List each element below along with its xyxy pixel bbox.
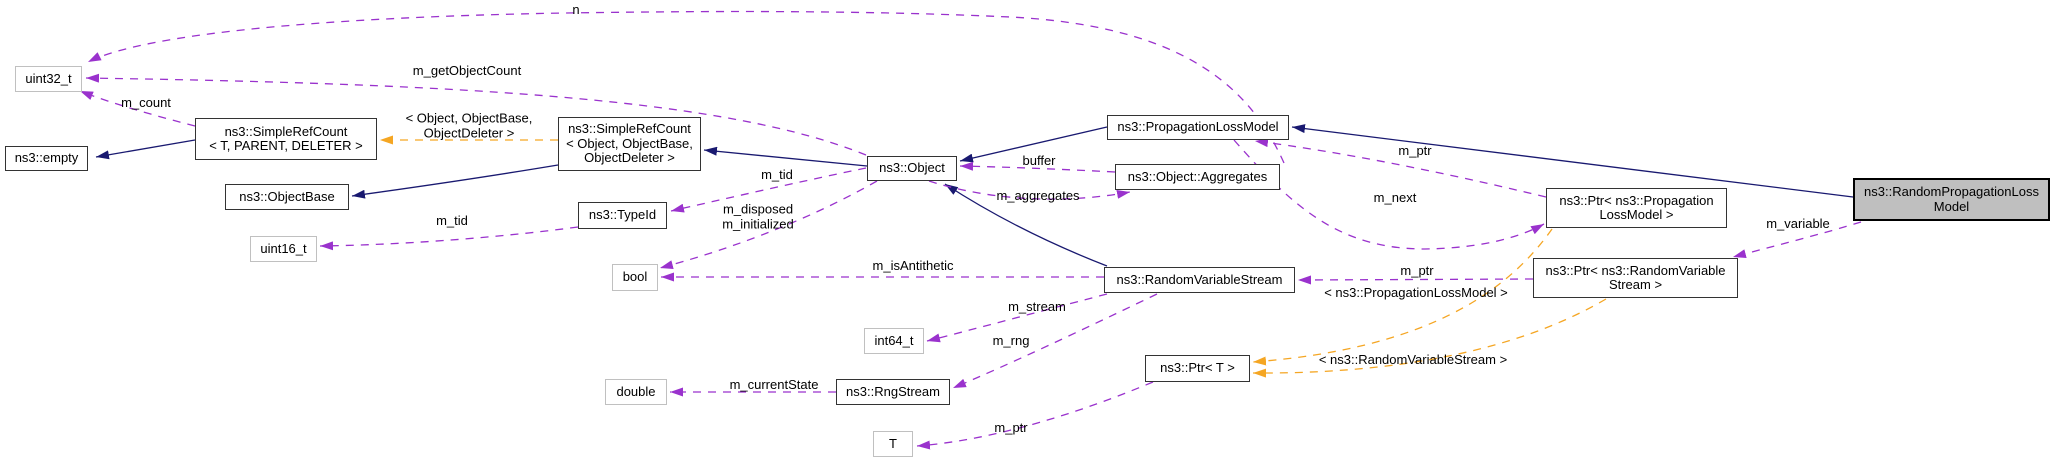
- edge-usage-mtid-typeid: [670, 167, 867, 213]
- node-object-aggregates[interactable]: ns3::Object::Aggregates: [1115, 164, 1280, 190]
- edge-label-template-src: < Object, ObjectBase, ObjectDeleter >: [405, 110, 533, 140]
- edge-usage-mptr-t: [916, 381, 1154, 450]
- edge-label-m-stream: m_stream: [1008, 298, 1066, 314]
- edge-inherit-srcobject-objectbase: [351, 164, 559, 199]
- edge-label-m-ptr-rvs: m_ptr: [1400, 262, 1434, 278]
- edge-usage-mptr-plm: [1254, 138, 1547, 198]
- node-object[interactable]: ns3::Object: [867, 156, 957, 181]
- node-type-id[interactable]: ns3::TypeId: [578, 202, 667, 229]
- edge-usage-maggregates: [928, 180, 1131, 200]
- edge-label-get-object-count: m_getObjectCount: [412, 62, 522, 78]
- node-ptr-propagation-loss-model[interactable]: ns3::Ptr< ns3::Propagation LossModel >: [1546, 188, 1727, 228]
- edge-label-m-ptr-t: m_ptr: [994, 419, 1028, 435]
- node-simple-ref-count-template[interactable]: ns3::SimpleRefCount < T, PARENT, DELETER…: [195, 118, 377, 160]
- edge-label-m-variable: m_variable: [1766, 215, 1830, 231]
- edge-usage-mcount: [79, 90, 196, 127]
- edge-inherit-rplm-plm: [1291, 124, 1854, 198]
- node-double: double: [605, 379, 667, 405]
- node-ns3-empty[interactable]: ns3::empty: [5, 146, 88, 171]
- node-bool: bool: [612, 264, 658, 291]
- edge-inherit-plm-object: [959, 126, 1108, 163]
- edge-usage-mptr-rvs: [1297, 275, 1534, 285]
- edge-label-m-is-antithetic: m_isAntithetic: [872, 257, 954, 273]
- node-uint32-t: uint32_t: [15, 66, 82, 92]
- edge-usage-n: [87, 10, 1285, 164]
- edge-label-template-ptr-plm: < ns3::PropagationLossModel >: [1324, 284, 1508, 300]
- node-uint16-t: uint16_t: [250, 236, 317, 262]
- node-rng-stream[interactable]: ns3::RngStream: [836, 379, 950, 405]
- edge-usage-mdisposed: [659, 180, 878, 269]
- edge-usage-buffer: [959, 161, 1116, 173]
- node-propagation-loss-model[interactable]: ns3::PropagationLossModel: [1107, 115, 1289, 140]
- edge-label-m-ptr-plm: m_ptr: [1398, 142, 1432, 158]
- edge-usage-mvariable: [1732, 221, 1862, 258]
- node-t: T: [873, 431, 913, 457]
- edge-usage-mstream: [926, 293, 1108, 343]
- edge-label-n: n: [572, 1, 580, 17]
- node-object-base[interactable]: ns3::ObjectBase: [225, 184, 349, 210]
- edge-inherit-object-srcobject: [703, 146, 868, 167]
- edge-inherit-srcgeneric-empty: [95, 139, 196, 160]
- node-ptr-random-variable-stream[interactable]: ns3::Ptr< ns3::RandomVariable Stream >: [1533, 258, 1738, 298]
- edge-label-m-current-state: m_currentState: [729, 376, 819, 392]
- edge-usage-mrng: [952, 293, 1158, 389]
- edge-label-template-ptr-rvs: < ns3::RandomVariableStream >: [1318, 351, 1508, 367]
- node-random-variable-stream[interactable]: ns3::RandomVariableStream: [1104, 267, 1295, 293]
- edge-template-ptrplm: [1252, 228, 1553, 366]
- node-ptr-t[interactable]: ns3::Ptr< T >: [1145, 355, 1250, 382]
- node-simple-ref-count-object[interactable]: ns3::SimpleRefCount < Object, ObjectBase…: [558, 117, 701, 171]
- edge-label-m-next: m_next: [1373, 189, 1417, 205]
- edge-label-m-disposed: m_disposed m_initialized: [722, 201, 794, 231]
- edge-label-m-tid-uint16: m_tid: [436, 212, 468, 228]
- edge-inherit-rvs-object: [944, 183, 1108, 267]
- edge-label-m-aggregates: m_aggregates: [996, 187, 1080, 203]
- node-int64-t: int64_t: [864, 328, 924, 354]
- edge-usage-mtid-uint16: [319, 226, 579, 251]
- edge-label-buffer: buffer: [1022, 152, 1056, 168]
- node-random-propagation-loss-model: ns3::RandomPropagationLoss Model: [1853, 178, 2050, 221]
- edge-label-m-rng: m_rng: [992, 332, 1030, 348]
- edge-label-m-count: m_count: [121, 94, 171, 110]
- edge-label-m-tid-typeid: m_tid: [761, 166, 793, 182]
